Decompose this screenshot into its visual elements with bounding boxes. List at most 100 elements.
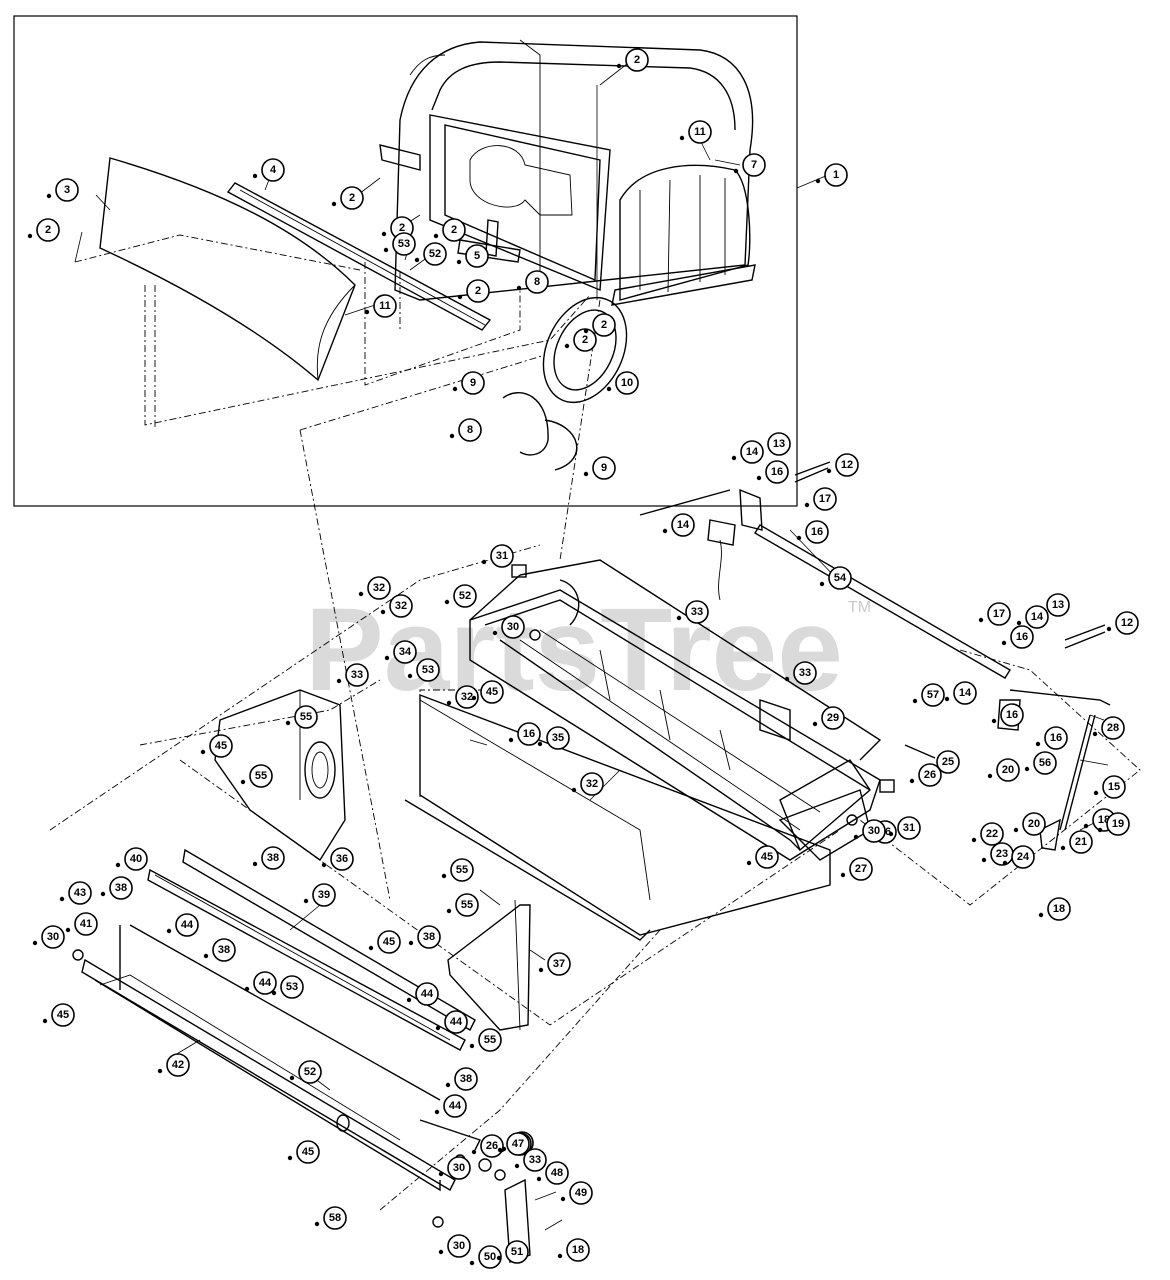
callout-22: 22 [980,822,1004,846]
callout-circle [423,242,447,266]
fastener-dot [616,63,622,69]
callout-57: 57 [921,683,945,707]
callout-circle [261,158,285,182]
callout-12: 12 [1115,611,1139,635]
callout-label: 12 [841,459,853,471]
callout-circle [453,584,477,608]
callout-26: 26 [480,1134,504,1158]
fastener-dot [606,386,612,392]
callout-label: 2 [582,334,588,346]
fastener-dot [240,779,246,785]
callout-circle [1044,726,1068,750]
callout-2: 2 [340,186,364,210]
callout-19: 19 [1106,812,1130,836]
callout-circle [506,1132,530,1156]
callout-44: 44 [175,913,199,937]
callout-label: 30 [453,1240,465,1252]
callout-circle [124,847,148,871]
callout-circle [547,952,571,976]
callout-label: 58 [329,1212,341,1224]
callout-18: 18 [1047,897,1071,921]
callout-16: 16 [517,722,541,746]
callout-55: 55 [249,764,273,788]
callout-label: 32 [461,691,473,703]
callout-label: 55 [300,711,312,723]
fastener-dot [384,655,390,661]
callout-45: 45 [51,1003,75,1027]
callout-circle [767,432,791,456]
fastener-dot [381,231,387,237]
callout-45: 45 [209,734,233,758]
callout-label: 7 [751,159,757,171]
fastener-dot [909,778,915,784]
callout-circle [793,661,817,685]
callout-32: 32 [455,685,479,709]
fastener-dot [1016,620,1022,626]
callout-30: 30 [501,615,525,639]
callout-label: 2 [399,222,405,234]
fastener-dot [445,1082,451,1088]
callout-label: 16 [771,466,783,478]
fastener-dot [1092,731,1098,737]
callout-circle [298,1060,322,1084]
fastener-dot [469,1260,475,1266]
fastener-dot [944,696,950,702]
fastener-dot [746,860,752,866]
fastener-dot [508,737,514,743]
callout-label: 5 [474,250,480,262]
callout-label: 45 [761,851,773,863]
callout-32: 32 [367,576,391,600]
callout-label: 14 [746,446,759,458]
fastener-dot [1035,741,1041,747]
callout-label: 32 [586,778,598,790]
callout-49: 49 [569,1181,593,1205]
fastener-dot [796,535,802,541]
callout-label: 48 [551,1167,563,1179]
callout-53: 53 [392,232,416,256]
callout-10: 10 [615,371,639,395]
callout-circle [1101,716,1125,740]
callout-55: 55 [455,893,479,917]
callout-14: 14 [953,681,977,705]
callout-circle [296,1140,320,1164]
callout-circle [389,594,413,618]
fastener-dot [368,945,374,951]
callout-label: 38 [460,1073,472,1085]
callout-29: 29 [821,706,845,730]
fastener-dot [157,1068,163,1074]
callout-label: 35 [552,732,564,744]
fastener-dot [662,528,668,534]
fastener-dot [497,1147,503,1153]
callout-39: 39 [312,883,336,907]
callout-circle [253,971,277,995]
callout-3: 3 [55,178,79,202]
callout-label: 47 [512,1138,524,1150]
callout-38: 38 [261,846,285,870]
callout-label: 31 [496,550,508,562]
callout-label: 12 [1121,617,1133,629]
fastener-dot [244,986,250,992]
callout-circle [461,371,485,395]
fastener-dot [252,861,258,867]
callout-9: 9 [592,456,616,480]
callout-label: 21 [1075,836,1087,848]
callout-circle [573,328,597,352]
fastener-dot [514,1163,520,1169]
callout-label: 33 [351,669,363,681]
callout-31: 31 [897,816,921,840]
callout-18: 18 [566,1238,590,1262]
callout-circle [1047,897,1071,921]
fastener-dot [166,928,172,934]
fastener-dot [1002,860,1008,866]
callout-label: 27 [855,863,867,875]
callout-circle [367,576,391,600]
callout-20: 20 [996,758,1020,782]
fastener-dot [203,953,209,959]
callout-circle [849,857,873,881]
callout-circle [392,232,416,256]
callout-label: 15 [1108,781,1120,793]
callout-label: 2 [634,54,640,66]
callout-label: 50 [484,1251,496,1263]
callout-label: 8 [467,424,473,436]
fastener-dot [100,891,106,897]
